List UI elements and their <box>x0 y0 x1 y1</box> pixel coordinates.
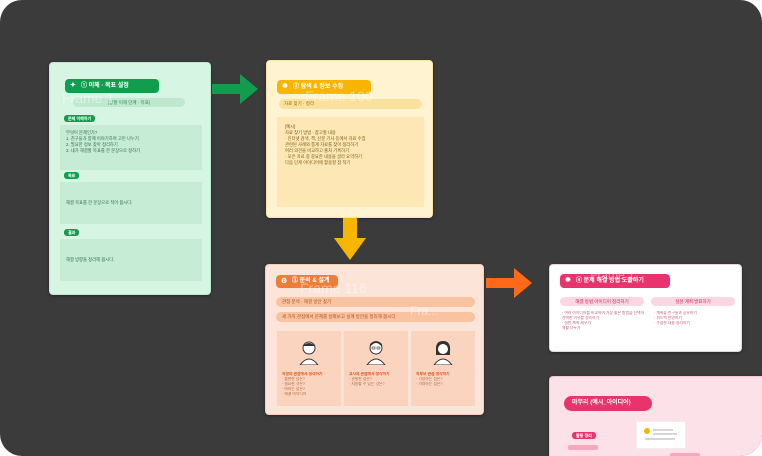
frame4-col1-head: 해결 방법 아이디어 정리하기 <box>560 297 644 306</box>
frame3-bar-instruction: 세 가지 관점에서 문제를 살펴보고 설계 방안을 정리해 봅시다 <box>276 312 475 322</box>
arrow-right-orange <box>486 268 532 298</box>
frame1-tag-goal: 목표 <box>64 172 80 179</box>
student-avatar-icon <box>299 341 319 365</box>
frame5-tag: 활동 정리 <box>572 432 596 439</box>
frame4-col2[interactable]: · 계획을 친구들과 공유하기 · 피드백 반영하기 · 수정한 내용 정리하기 <box>654 311 697 325</box>
frame1-tag-result: 결과 <box>64 229 80 236</box>
frame2-subtitle: 자료 찾기 · 정리 <box>279 99 422 109</box>
perspective-card-student[interactable]: 학생의 관점에서 생각하기 · 불편한 점은? · 필요한 것은? · 바라는 … <box>277 331 341 406</box>
frame2-title: ✹ ② 탐색 & 정보 수집 <box>277 80 371 94</box>
frame1-box-result[interactable]: 해결 방향을 정리해 봅시다. <box>60 239 202 281</box>
bulb-icon-pink: ✹ <box>565 277 571 284</box>
frame4-col1[interactable]: · 여러 아이디어를 비교하여 가장 좋은 방법을 선택하기 선택한 이유를 정… <box>562 311 644 330</box>
perspective-card-teacher[interactable]: 교사의 관점에서 생각하기 · 관찰한 점은? · 지원할 수 있는 것은? <box>344 331 408 406</box>
sticker-image <box>644 428 677 440</box>
frame3-title: ⚙ ③ 분석 & 설계 <box>276 275 338 288</box>
arrow-down-yellow <box>334 218 366 260</box>
frame4-col2-head: 실천 계획 발표하기 <box>651 297 735 306</box>
frame-explore[interactable]: ✹ ② 탐색 & 정보 수집 자료 찾기 · 정리 [예시] 자료 찾기 방법 … <box>266 60 433 218</box>
gear-icon: ⚙ <box>281 278 288 285</box>
frame1-box-problem[interactable]: 무엇이 문제인가? 1. 친구들과 함께 이야기하며 고민 나누기 2. 필요한… <box>60 125 202 170</box>
frame1-title: ✦ ① 이해 · 목표 설정 <box>65 79 159 93</box>
frame1-tag-problem: 문제 이해하기 <box>64 115 96 122</box>
parent-avatar-icon <box>433 341 453 365</box>
teacher-avatar-icon <box>366 341 386 365</box>
frame-wrapup[interactable]: 마무리 (예시_아이디어) 활동 정리 <box>549 376 762 456</box>
arrow-right-green <box>212 74 258 104</box>
frame4-title: ✹ ④ 문제 해결 방법 도출하기 <box>560 274 670 288</box>
frame5-title: 마무리 (예시_아이디어) <box>564 396 652 411</box>
frame1-subtitle: (상황 이해 단계 · 목표) <box>73 98 185 107</box>
pin-icon: ✦ <box>70 82 76 89</box>
frame2-box-examples[interactable]: [예시] 자료 찾기 방법 · 참고할 내용 · 인터넷 검색, 책, 신문 기… <box>277 117 424 207</box>
bulb-icon: ✹ <box>282 83 288 90</box>
frame5-sticker[interactable] <box>636 421 686 449</box>
frame-solution[interactable]: ✹ ④ 문제 해결 방법 도출하기 해결 방법 아이디어 정리하기 실천 계획 … <box>549 264 742 352</box>
frame1-box-goal[interactable]: 해결 목표를 한 문장으로 적어 봅시다. <box>60 182 202 224</box>
frame-analyze[interactable]: ⚙ ③ 분석 & 설계 관점 분석 · 해결 방안 찾기 세 가지 관점에서 문… <box>265 264 484 415</box>
frame-understand[interactable]: ✦ ① 이해 · 목표 설정 (상황 이해 단계 · 목표) 문제 이해하기 무… <box>49 62 211 295</box>
perspective-card-parent[interactable]: 학부모 관점 생각하기 · 걱정하는 점은? · 기대하는 점은? <box>411 331 475 406</box>
frame3-bar-analysis: 관점 분석 · 해결 방안 찾기 <box>276 297 475 307</box>
